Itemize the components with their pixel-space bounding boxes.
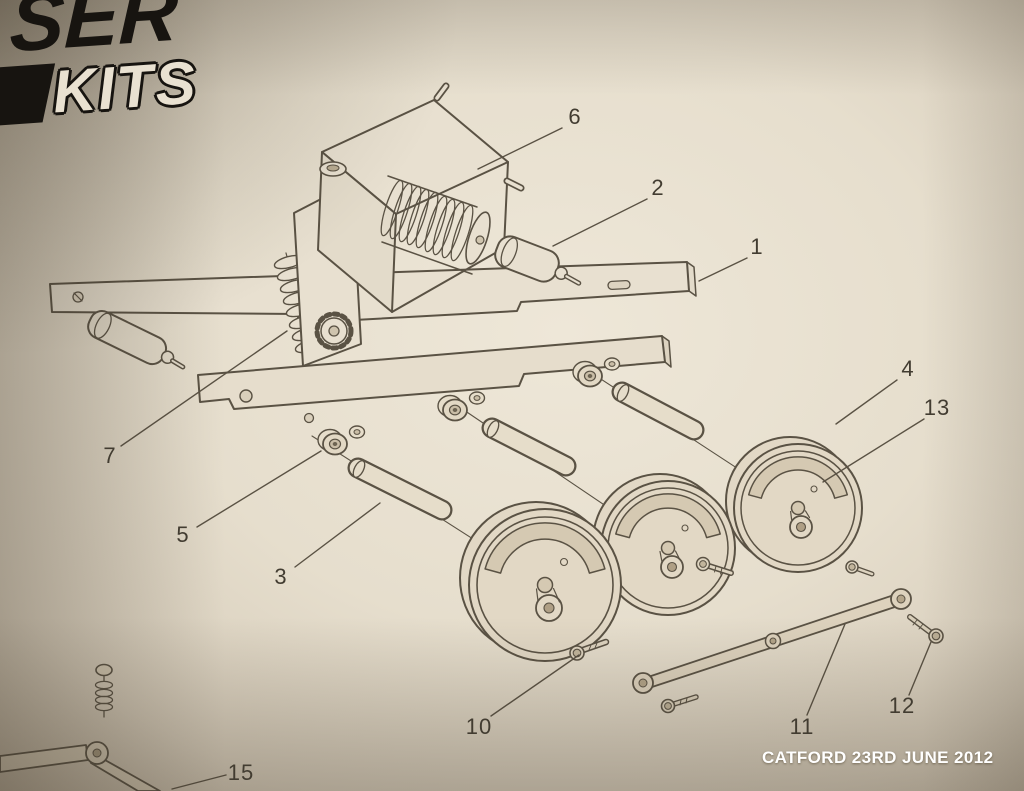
watermark-text: CATFORD 23RD JUNE 2012 (762, 748, 994, 767)
part-label-7: 7 (103, 443, 117, 468)
part-label-1: 1 (750, 234, 764, 259)
part-label-11: 11 (789, 714, 815, 739)
part-label-6: 6 (568, 104, 582, 129)
part-label-4: 4 (901, 356, 915, 381)
part-label-15: 15 (227, 760, 255, 785)
part-label-10: 10 (465, 714, 493, 739)
part-label-13: 13 (923, 395, 951, 420)
part-label-5: 5 (176, 522, 190, 547)
part-label-2: 2 (651, 175, 665, 200)
part-label-3: 3 (274, 564, 288, 589)
part-label-12: 12 (888, 693, 916, 718)
